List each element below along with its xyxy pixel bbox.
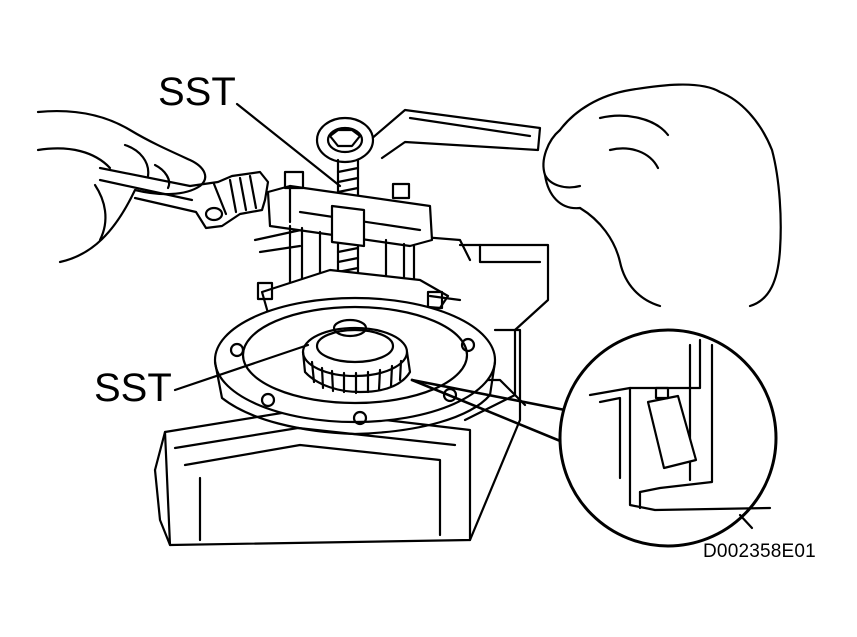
detail-callout <box>412 330 776 546</box>
right-hand <box>543 85 780 306</box>
tapered-roller-bearing <box>303 320 410 393</box>
left-hand <box>38 111 205 262</box>
leader-line-upper <box>237 104 340 186</box>
detail-bearing-seat <box>590 340 770 528</box>
vise-jaw-front <box>155 410 470 545</box>
puller-crossbar <box>268 172 432 246</box>
box-end-wrench <box>317 110 540 162</box>
figure-code: D002358E01 <box>703 541 816 562</box>
adjustable-wrench <box>100 168 268 228</box>
leader-line-lower <box>175 345 308 390</box>
sst-label-upper: SST <box>158 70 236 114</box>
sst-label-lower: SST <box>94 366 172 410</box>
